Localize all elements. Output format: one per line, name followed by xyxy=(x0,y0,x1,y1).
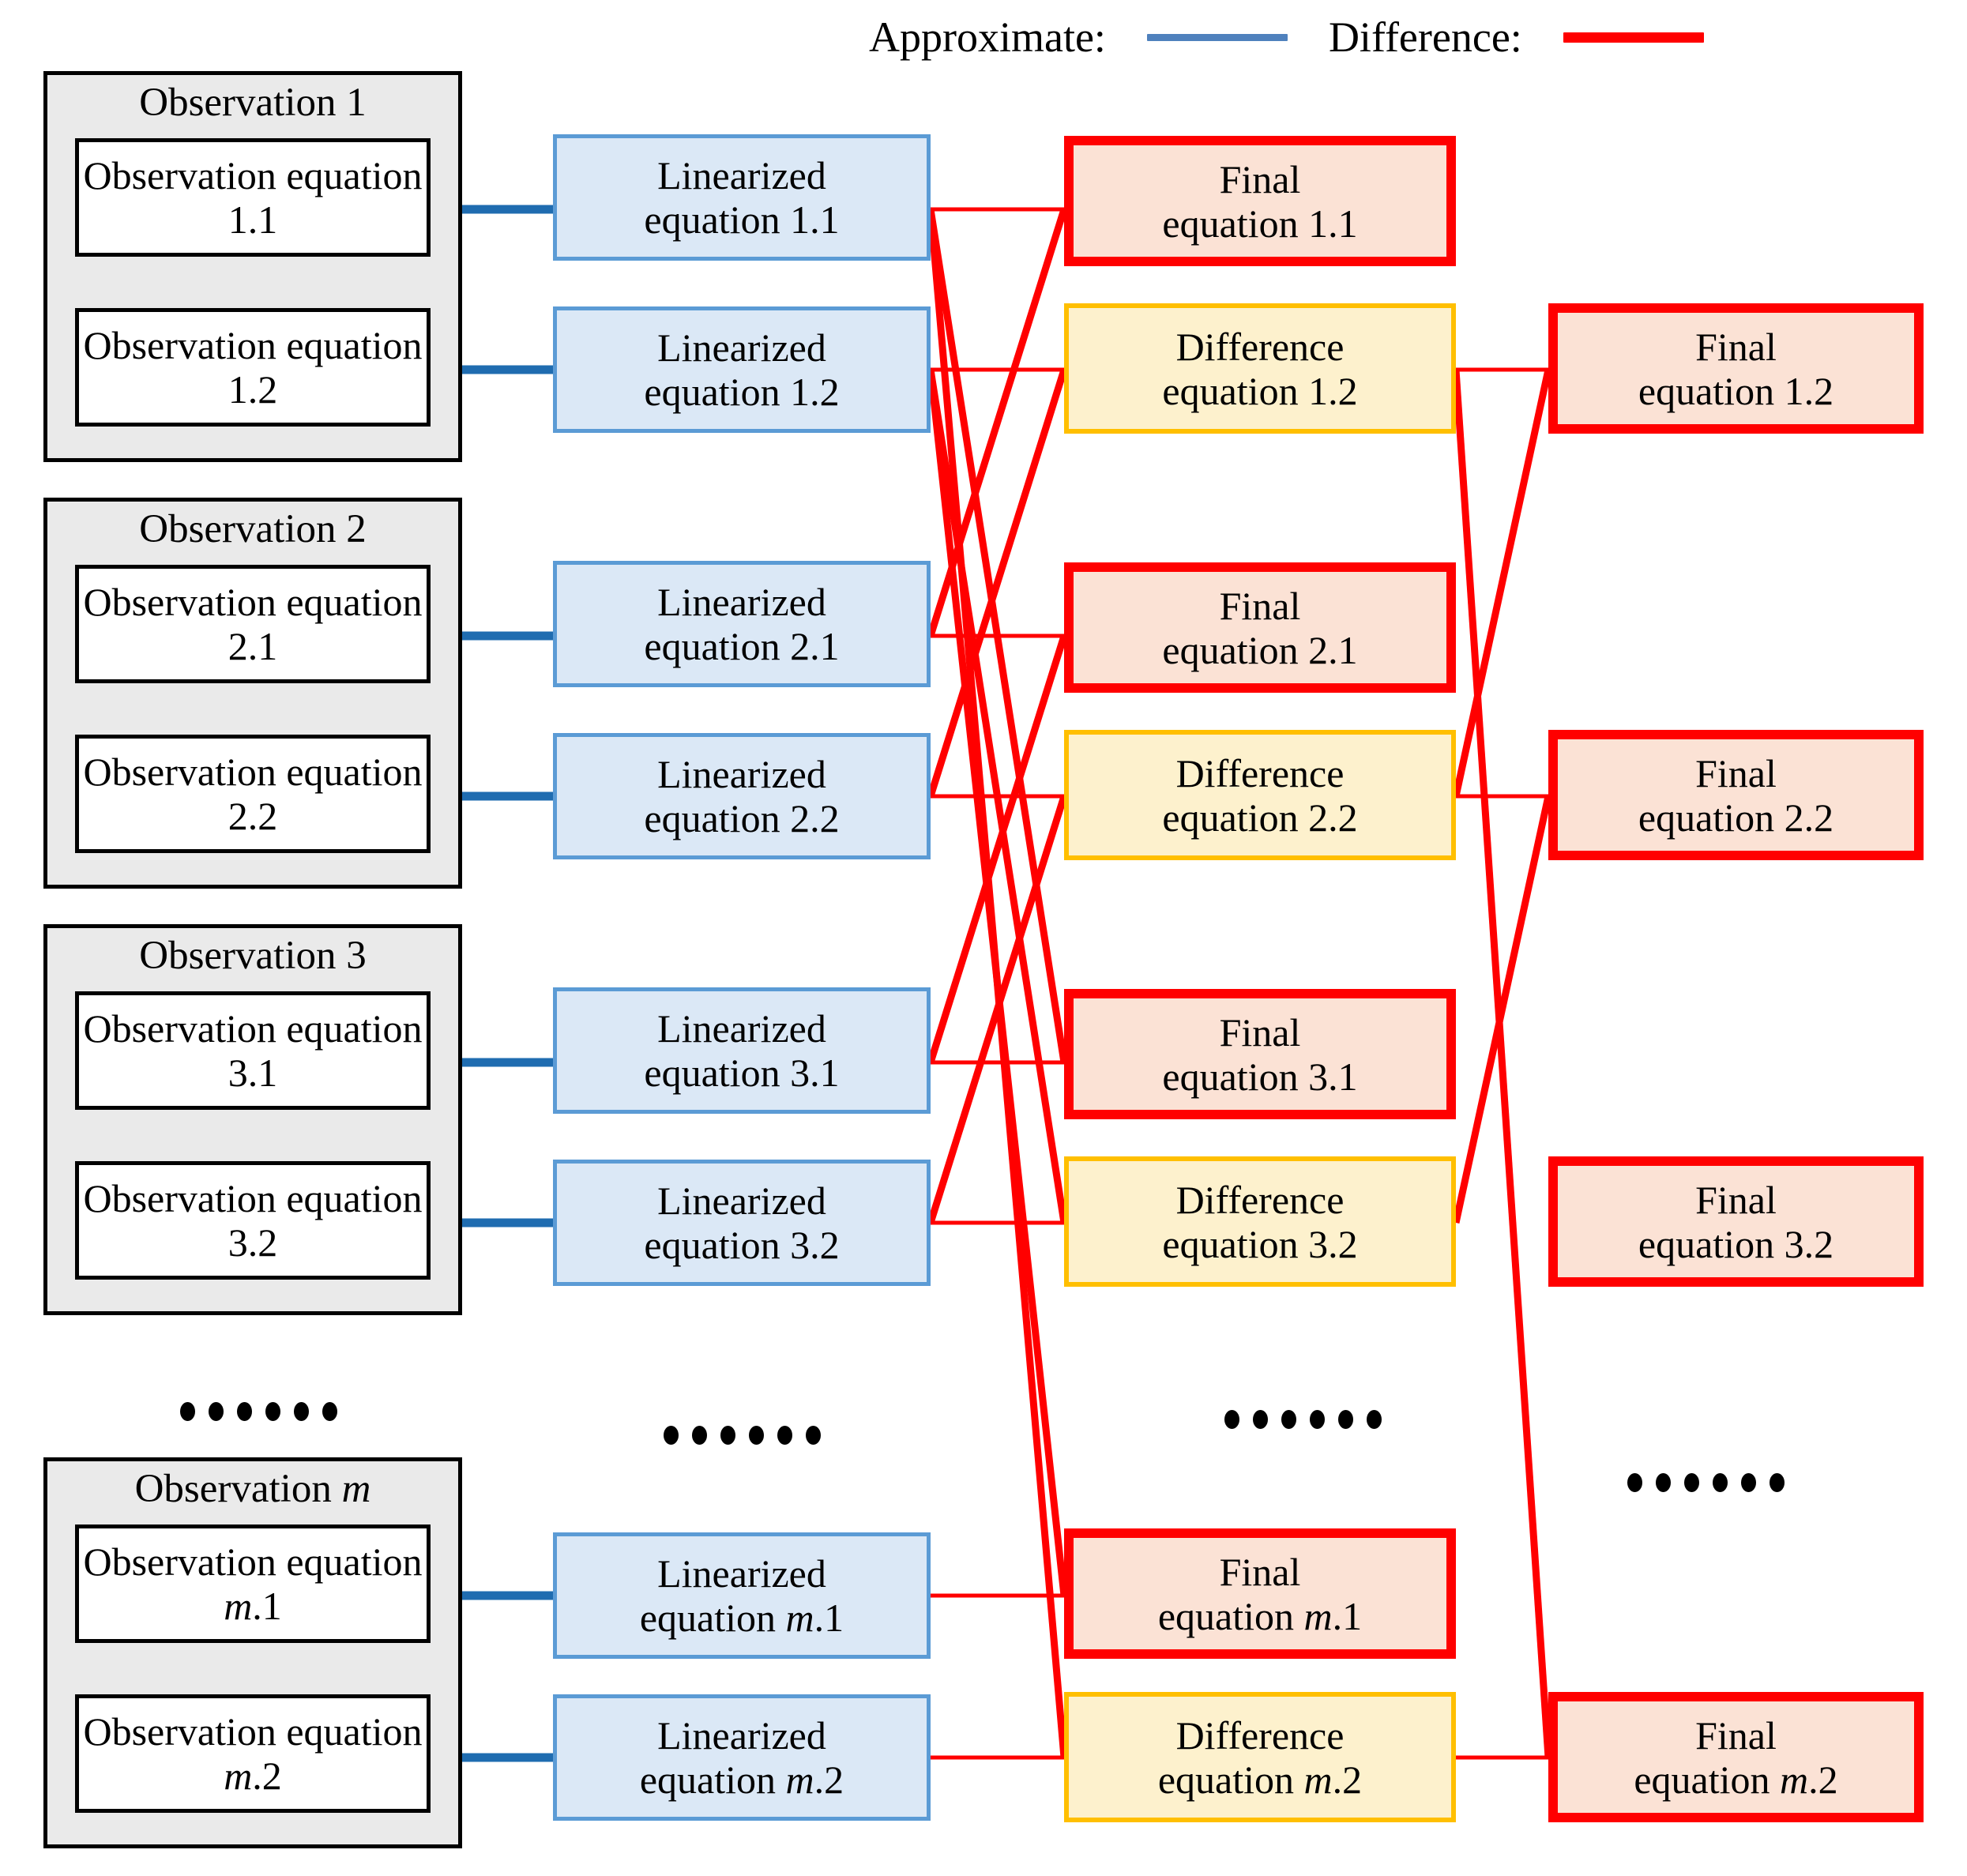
observation-equation-1-2-label: Observation equation 1.2 xyxy=(83,323,423,412)
observation-equation-2-2[interactable]: Observation equation 2.2 xyxy=(75,735,431,853)
difference-equation-3-2-label: Difference equation 3.2 xyxy=(1162,1177,1358,1266)
diff-d-d xyxy=(927,369,1068,1596)
diff-d-e xyxy=(927,208,1068,637)
diff-d-c xyxy=(927,369,1068,1224)
linearized-equation-m-2[interactable]: Linearized equation m.2 xyxy=(553,1694,931,1821)
difference-diagonal-connectors xyxy=(927,208,1068,1758)
observation-group-1-title: Observation 1 xyxy=(139,81,367,125)
observation-equation-2-1[interactable]: Observation equation 2.1 xyxy=(75,565,431,683)
observation-group-2-title: Observation 2 xyxy=(139,507,367,551)
observation-equation-3-1-label: Observation equation 3.1 xyxy=(83,1006,423,1095)
legend-difference-label: Difference: xyxy=(1328,13,1522,61)
observation-equation-m-2[interactable]: Observation equation m.2 xyxy=(75,1694,431,1813)
linearized-equation-1-2-label: Linearized equation 1.2 xyxy=(644,325,840,414)
final-equation-right-3-2-label: Final equation 3.2 xyxy=(1638,1177,1834,1266)
linearized-equation-1-1[interactable]: Linearized equation 1.1 xyxy=(553,134,931,261)
difference-equation-1-2[interactable]: Difference equation 1.2 xyxy=(1064,303,1456,434)
diff-d-a xyxy=(927,209,1068,1063)
right-column-ellipsis xyxy=(1627,1473,1785,1492)
difference-equation-m-2-label: Difference equation m.2 xyxy=(1157,1712,1363,1802)
diff-d-f xyxy=(927,368,1068,798)
observation-equation-1-2[interactable]: Observation equation 1.2 xyxy=(75,308,431,427)
final-equation-3-1[interactable]: Final equation 3.1 xyxy=(1064,989,1456,1119)
final-equation-right-1-2-label: Final equation 1.2 xyxy=(1638,324,1834,413)
diff-d-h xyxy=(927,795,1068,1224)
final-equation-right-m-2-label: Final equation m.2 xyxy=(1634,1712,1838,1802)
observation-equation-3-2[interactable]: Observation equation 3.2 xyxy=(75,1161,431,1280)
final-equation-m-1-label: Final equation m.1 xyxy=(1157,1549,1363,1638)
linearized-equation-2-2-label: Linearized equation 2.2 xyxy=(644,752,840,840)
diff-d-g xyxy=(927,634,1068,1064)
legend-approximate-label: Approximate: xyxy=(869,13,1106,61)
middle-column-ellipsis xyxy=(1224,1410,1382,1429)
observation-equation-3-2-label: Observation equation 3.2 xyxy=(83,1176,423,1265)
linearized-equation-3-1[interactable]: Linearized equation 3.1 xyxy=(553,987,931,1114)
observation-equation-m-2-label: Observation equation m.2 xyxy=(83,1709,423,1798)
linearized-equation-3-2-label: Linearized equation 3.2 xyxy=(644,1179,840,1267)
diff-r-c xyxy=(1452,795,1552,1224)
final-equation-right-m-2[interactable]: Final equation m.2 xyxy=(1548,1692,1924,1822)
final-equation-m-1[interactable]: Final equation m.1 xyxy=(1064,1528,1456,1659)
observation-group-m-title: Observation m xyxy=(134,1467,371,1511)
observation-equation-3-1[interactable]: Observation equation 3.1 xyxy=(75,991,431,1110)
diff-r-a xyxy=(1452,369,1552,1758)
final-equation-1-1-label: Final equation 1.1 xyxy=(1162,156,1358,246)
linearized-equation-m-1[interactable]: Linearized equation m.1 xyxy=(553,1532,931,1659)
linearized-equation-m-1-label: Linearized equation m.1 xyxy=(639,1551,844,1640)
difference-equation-3-2[interactable]: Difference equation 3.2 xyxy=(1064,1156,1456,1287)
approximate-connectors xyxy=(462,205,553,1762)
difference-right-diagonals xyxy=(1452,369,1552,1758)
difference-equation-2-2[interactable]: Difference equation 2.2 xyxy=(1064,730,1456,860)
final-equation-1-1[interactable]: Final equation 1.1 xyxy=(1064,136,1456,266)
linearized-equation-1-2[interactable]: Linearized equation 1.2 xyxy=(553,306,931,433)
observation-equation-1-1[interactable]: Observation equation 1.1 xyxy=(75,138,431,257)
final-equation-right-2-2[interactable]: Final equation 2.2 xyxy=(1548,730,1924,860)
linearized-column-ellipsis xyxy=(664,1426,821,1445)
observation-column-ellipsis xyxy=(180,1402,337,1421)
final-equation-2-1[interactable]: Final equation 2.1 xyxy=(1064,562,1456,693)
final-equation-right-1-2[interactable]: Final equation 1.2 xyxy=(1548,303,1924,434)
legend: Approximate: Difference: xyxy=(869,9,1896,65)
final-equation-right-2-2-label: Final equation 2.2 xyxy=(1638,750,1834,840)
difference-horizontal-connectors xyxy=(931,207,1548,1760)
difference-equation-2-2-label: Difference equation 2.2 xyxy=(1162,750,1358,840)
difference-equation-1-2-label: Difference equation 1.2 xyxy=(1162,324,1358,413)
observation-equation-2-2-label: Observation equation 2.2 xyxy=(83,750,423,838)
legend-approximate-line-swatch xyxy=(1146,33,1288,41)
diff-r-b xyxy=(1452,369,1552,797)
linearized-equation-2-1[interactable]: Linearized equation 2.1 xyxy=(553,561,931,687)
final-equation-2-1-label: Final equation 2.1 xyxy=(1162,583,1358,672)
observation-equation-m-1-label: Observation equation m.1 xyxy=(83,1540,423,1628)
observation-group-3-title: Observation 3 xyxy=(139,934,367,978)
linearized-equation-2-1-label: Linearized equation 2.1 xyxy=(644,580,840,668)
linearized-equation-1-1-label: Linearized equation 1.1 xyxy=(644,153,840,242)
observation-equation-1-1-label: Observation equation 1.1 xyxy=(83,153,423,242)
final-equation-3-1-label: Final equation 3.1 xyxy=(1162,1009,1358,1099)
linearized-equation-3-2[interactable]: Linearized equation 3.2 xyxy=(553,1160,931,1286)
observation-equation-2-1-label: Observation equation 2.1 xyxy=(83,580,423,668)
difference-equation-m-2[interactable]: Difference equation m.2 xyxy=(1064,1692,1456,1822)
observation-equation-m-1[interactable]: Observation equation m.1 xyxy=(75,1524,431,1643)
final-equation-right-3-2[interactable]: Final equation 3.2 xyxy=(1548,1156,1924,1287)
linearized-equation-3-1-label: Linearized equation 3.1 xyxy=(644,1006,840,1095)
linearized-equation-m-2-label: Linearized equation m.2 xyxy=(639,1713,844,1802)
linearized-equation-2-2[interactable]: Linearized equation 2.2 xyxy=(553,733,931,859)
legend-difference-line-swatch xyxy=(1563,32,1704,43)
